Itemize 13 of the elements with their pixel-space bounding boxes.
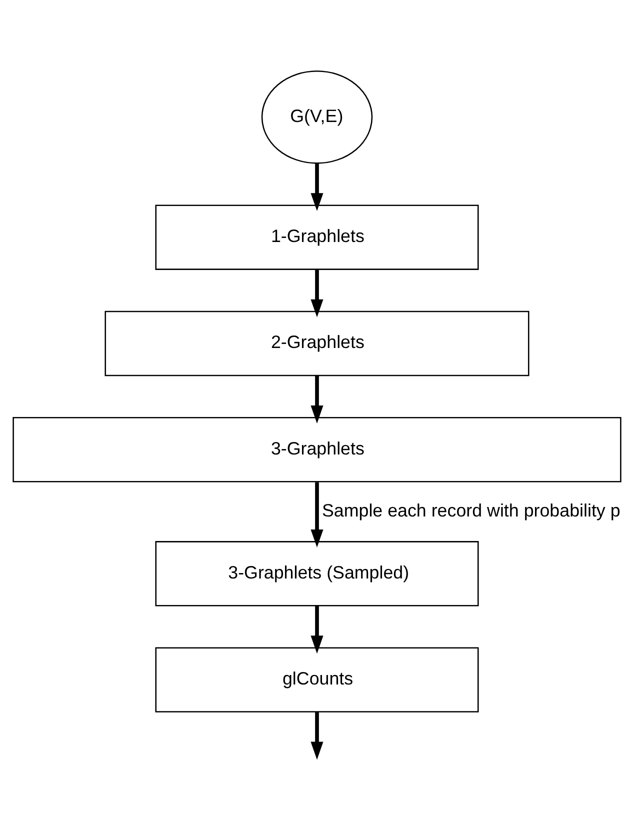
edge-label: Sample each record with probability p bbox=[322, 500, 620, 520]
arrow bbox=[310, 482, 324, 547]
node-box: 3-Graphlets bbox=[12, 416, 622, 482]
arrow bbox=[310, 162, 324, 211]
node-box: glCounts bbox=[155, 646, 479, 712]
node-ellipse: G(V,E) bbox=[261, 70, 373, 164]
arrow bbox=[310, 269, 324, 317]
arrow bbox=[310, 375, 324, 423]
arrow bbox=[310, 606, 324, 654]
node-box: 3-Graphlets (Sampled) bbox=[155, 540, 479, 606]
node-box: 2-Graphlets bbox=[104, 310, 530, 376]
node-box: 1-Graphlets bbox=[155, 204, 479, 270]
arrow bbox=[310, 711, 324, 760]
